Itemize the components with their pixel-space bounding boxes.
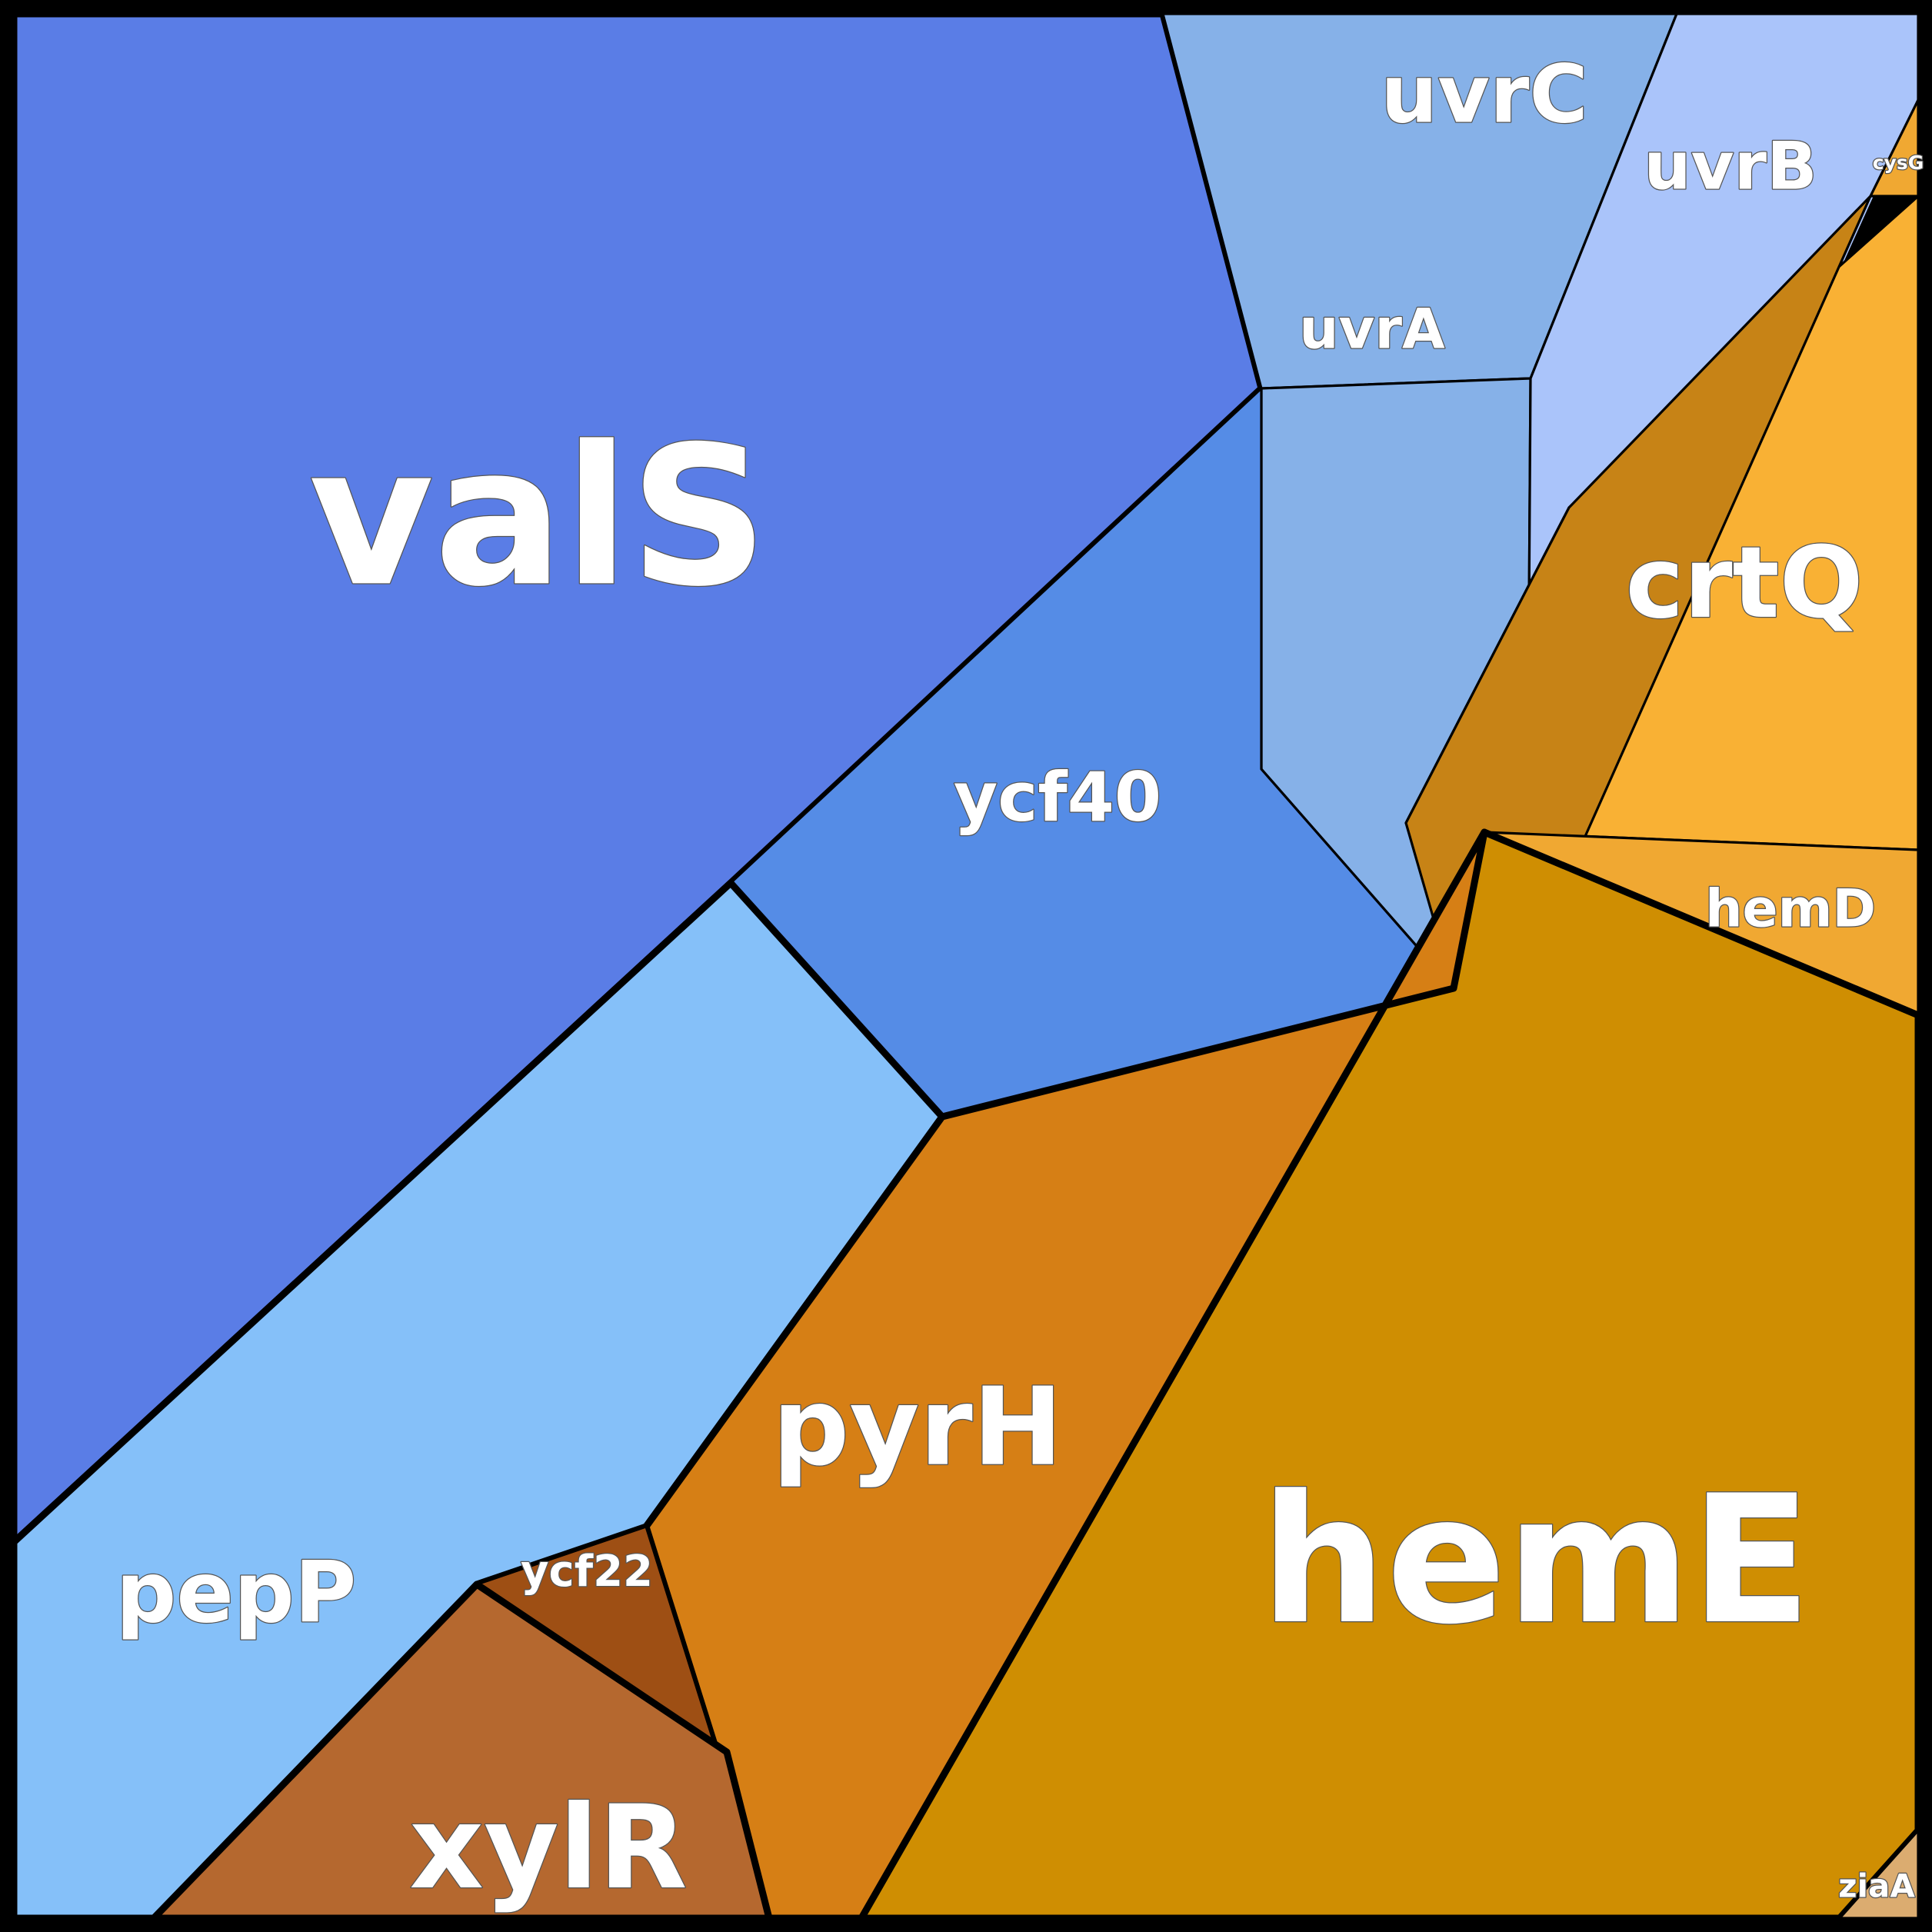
- cell-label-ycf40: ycf40: [954, 758, 1161, 837]
- cell-label-ziaA: ziaA: [1838, 1867, 1915, 1905]
- cell-ziaA[interactable]: [1838, 1829, 1920, 1920]
- cell-label-hemD: hemD: [1705, 879, 1876, 940]
- cell-label-cysG: cysG: [1873, 152, 1924, 174]
- cell-label-valS: valS: [308, 405, 768, 628]
- cell-label-crtQ: crtQ: [1626, 526, 1864, 641]
- cell-label-uvrC: uvrC: [1381, 47, 1587, 141]
- cell-label-hemE: hemE: [1261, 1458, 1812, 1664]
- cell-label-pyrH: pyrH: [772, 1365, 1063, 1491]
- cell-cysG[interactable]: [1869, 98, 1920, 198]
- cell-label-xylR: xylR: [409, 1781, 687, 1915]
- cell-label-pepP: pepP: [116, 1543, 357, 1641]
- cell-xylR[interactable]: [150, 1581, 773, 1922]
- labels-layer: valS uvrC uvrB uvrA cysG crtQ ycf40 hemD…: [115, 46, 1924, 1916]
- cell-label-uvrB: uvrB: [1644, 128, 1817, 205]
- cells-layer: [10, 10, 1922, 1922]
- cell-label-ycf22: ycf22: [521, 1547, 653, 1597]
- cell-label-uvrA: uvrA: [1299, 297, 1445, 361]
